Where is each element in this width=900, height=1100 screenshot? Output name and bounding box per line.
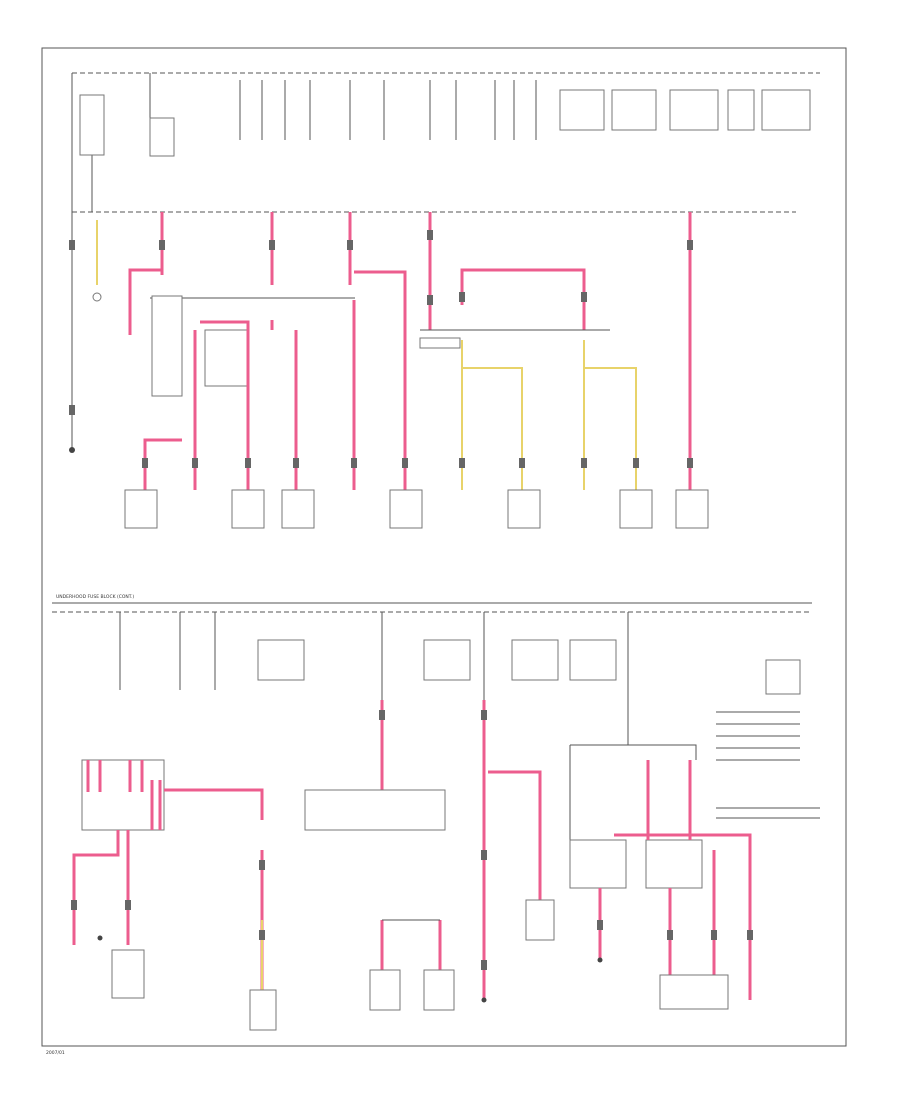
bottom-section-header: UNDERHOOD FUSE BLOCK (CONT.): [56, 594, 134, 600]
relay-module: [204, 329, 248, 387]
ground-point-icon: [69, 447, 75, 453]
bottom-section: [52, 602, 820, 1031]
bottom-right-assembly: [569, 744, 752, 1010]
bottom-fuse-drops: [119, 612, 801, 1000]
page-number: 2007/01: [46, 1050, 65, 1056]
bottom-connectors: [71, 710, 753, 1003]
top-section: [69, 72, 820, 529]
bottom-center-right-assembly: [482, 700, 555, 1000]
top-signal-wires: [461, 340, 637, 490]
top-fuse-drops: [149, 73, 811, 157]
top-connectors: [69, 230, 693, 468]
legend-notes: [716, 711, 820, 819]
diagram-frame: [41, 47, 847, 1047]
top-distribution: [150, 295, 610, 397]
top-loads: [124, 489, 709, 529]
test-point-icon: [92, 292, 102, 302]
fuse-block-module: [151, 295, 183, 397]
ignition-relay-box: [79, 94, 105, 156]
bottom-left-assembly: [72, 759, 264, 999]
bottom-center-left-assembly: [249, 700, 455, 1031]
